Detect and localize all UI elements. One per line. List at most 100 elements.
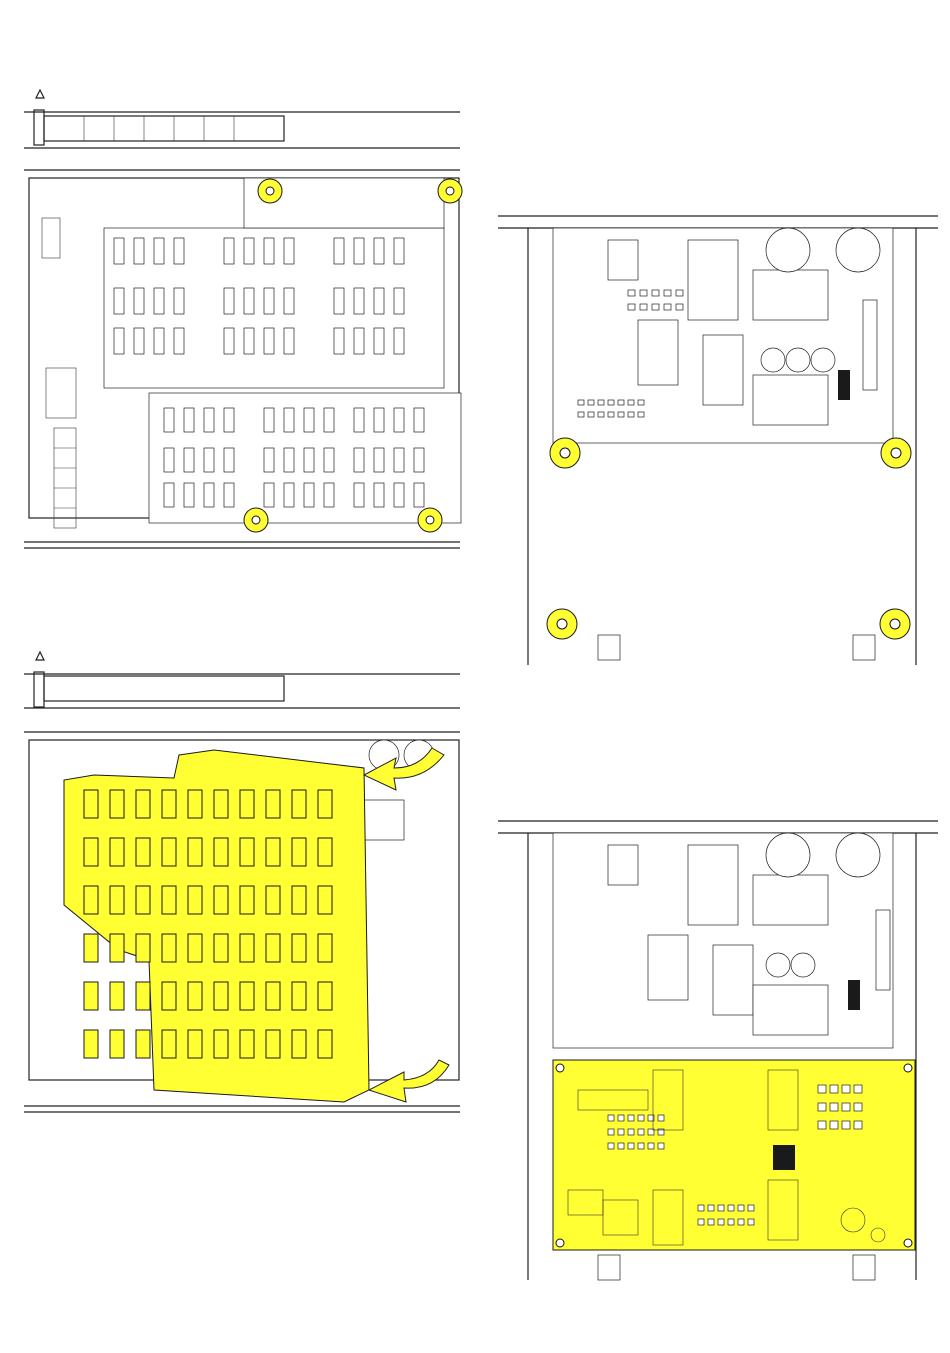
component-mark [414, 483, 424, 507]
component-mark [374, 328, 384, 354]
component-mark [618, 400, 624, 405]
component-mark [652, 290, 659, 296]
component-mark [240, 790, 254, 818]
component-mark [318, 790, 332, 818]
component-mark [266, 934, 280, 962]
component-mark [354, 483, 364, 507]
component-mark [164, 408, 174, 432]
screw-highlight-icon [438, 179, 462, 203]
component-mark [618, 1115, 624, 1121]
component-mark [618, 1143, 624, 1149]
component-mark [324, 483, 334, 507]
component-mark [718, 1219, 724, 1225]
component-mark [264, 408, 274, 432]
component-mark [354, 328, 364, 354]
component-mark [374, 448, 384, 472]
component-mark [284, 408, 294, 432]
component-mark [292, 1030, 306, 1058]
component-mark [608, 1129, 614, 1135]
component-mark [318, 982, 332, 1010]
component-mark [136, 934, 150, 962]
component-mark [638, 1115, 644, 1121]
component-mark [240, 982, 254, 1010]
component-mark [394, 288, 404, 314]
component-mark [414, 448, 424, 472]
component-mark [154, 288, 164, 314]
component-mark [698, 1219, 704, 1225]
component-mark [244, 238, 254, 264]
component-mark [738, 1205, 744, 1211]
component-mark [304, 408, 314, 432]
component-mark [658, 1115, 664, 1121]
component-mark [154, 328, 164, 354]
component-mark [184, 483, 194, 507]
screw-icon [556, 1239, 564, 1247]
component-mark [748, 1205, 754, 1211]
component-mark [638, 400, 644, 405]
component-mark [854, 1121, 862, 1129]
component-mark [374, 288, 384, 314]
component-mark [162, 1030, 176, 1058]
component-mark [842, 1121, 850, 1129]
component-mark [224, 238, 234, 264]
screw-highlight-icon [881, 438, 911, 468]
component-mark [304, 448, 314, 472]
component-mark [394, 238, 404, 264]
component-mark [224, 448, 234, 472]
component-mark [284, 328, 294, 354]
component-mark [110, 790, 124, 818]
screw-icon [904, 1064, 912, 1072]
component-mark [266, 886, 280, 914]
component-mark [264, 483, 274, 507]
component-mark [842, 1103, 850, 1111]
component-mark [114, 288, 124, 314]
component-mark [84, 886, 98, 914]
component-mark [676, 304, 683, 310]
component-mark [708, 1219, 714, 1225]
component-mark [318, 934, 332, 962]
component-mark [608, 400, 614, 405]
component-mark [638, 1143, 644, 1149]
component-mark [84, 790, 98, 818]
component-mark [618, 412, 624, 417]
component-mark [244, 288, 254, 314]
component-mark [394, 408, 404, 432]
component-mark [598, 400, 604, 405]
component-mark [266, 982, 280, 1010]
component-mark [618, 1129, 624, 1135]
component-mark [114, 238, 124, 264]
curved-arrow-icon [369, 1060, 449, 1102]
component-mark [394, 328, 404, 354]
panel-d-drawing [498, 815, 938, 1285]
component-mark [240, 934, 254, 962]
component-mark [264, 448, 274, 472]
component-mark [854, 1103, 862, 1111]
panel-d-power-board-highlight [498, 815, 938, 1285]
component-mark [374, 238, 384, 264]
component-mark [292, 934, 306, 962]
component-mark [640, 290, 647, 296]
component-mark [188, 886, 202, 914]
component-mark [728, 1205, 734, 1211]
component-mark [174, 238, 184, 264]
screw-highlight-icon [550, 438, 580, 468]
component-mark [414, 408, 424, 432]
component-mark [240, 886, 254, 914]
component-mark [628, 1143, 634, 1149]
component-mark [818, 1103, 826, 1111]
component-mark [628, 1115, 634, 1121]
component-mark [830, 1121, 838, 1129]
component-mark [718, 1205, 724, 1211]
component-mark [374, 408, 384, 432]
component-mark [188, 838, 202, 866]
component-mark [728, 1219, 734, 1225]
component-mark [214, 790, 228, 818]
component-mark [224, 328, 234, 354]
component-mark [658, 1143, 664, 1149]
component-mark [154, 238, 164, 264]
component-mark [324, 408, 334, 432]
component-mark [162, 790, 176, 818]
component-mark [84, 838, 98, 866]
component-mark [318, 838, 332, 866]
component-mark [266, 1030, 280, 1058]
